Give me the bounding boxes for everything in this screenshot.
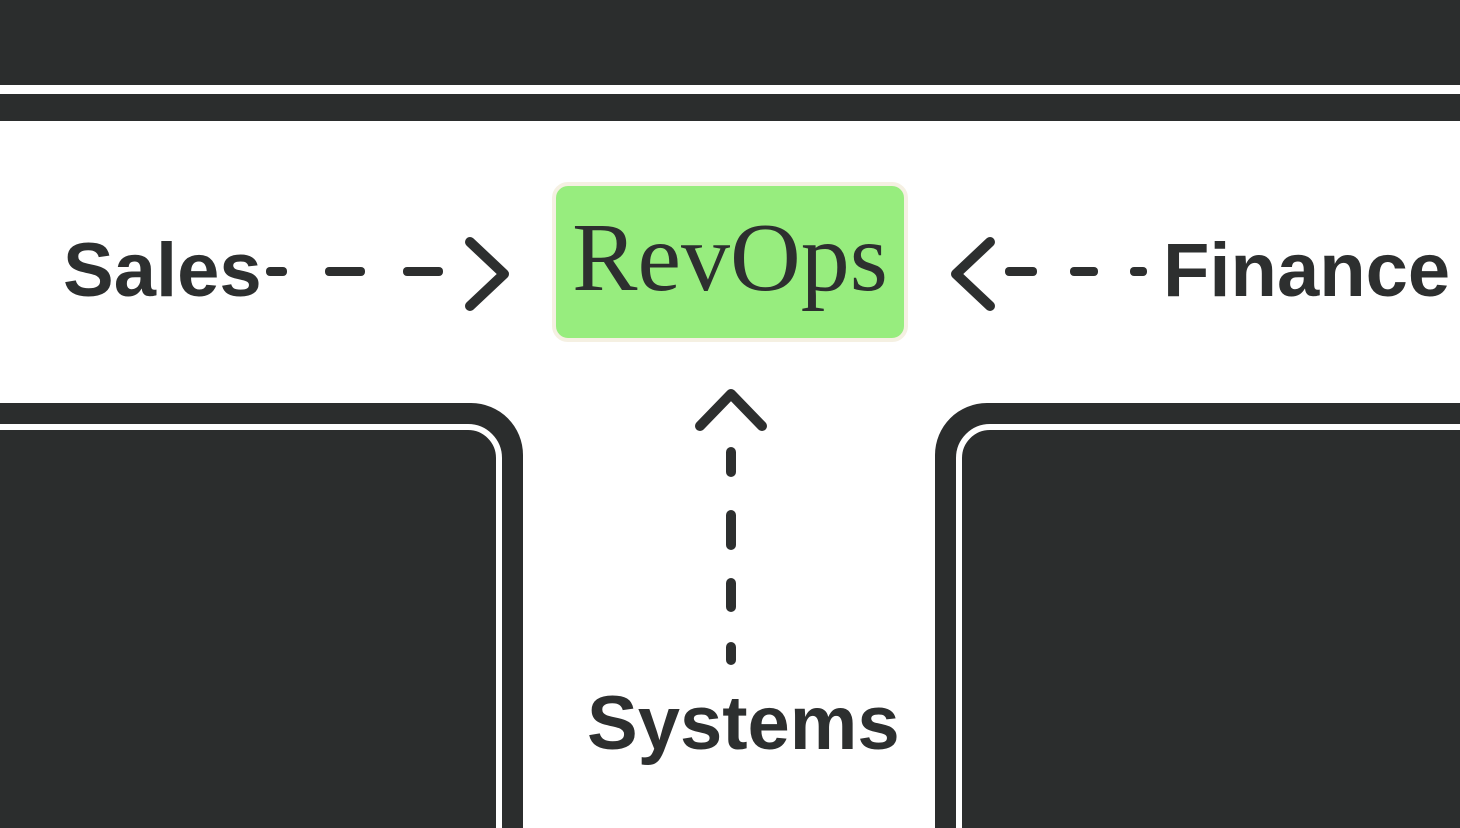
bottom-left-panel-inner-outline (0, 424, 502, 828)
bottom-left-panel (0, 403, 523, 828)
sub-header-bar (0, 94, 1460, 121)
dash-segment (266, 267, 287, 276)
arrowhead-right-icon (462, 236, 512, 312)
finance-node-label: Finance (1163, 228, 1451, 313)
dash-segment (726, 510, 736, 550)
dash-segment (403, 267, 443, 276)
revops-node: RevOps (552, 182, 908, 342)
dash-segment (1070, 267, 1098, 276)
dash-segment (1005, 267, 1037, 276)
bottom-right-panel-inner-outline (956, 424, 1460, 828)
systems-node-label: Systems (587, 681, 900, 766)
bottom-right-panel (935, 403, 1460, 828)
revops-node-label: RevOps (572, 204, 888, 312)
arrowhead-left-icon (948, 236, 998, 312)
dash-segment (726, 642, 736, 665)
dash-segment (726, 578, 736, 612)
arrowhead-up-icon (694, 386, 768, 434)
dash-segment (325, 267, 365, 276)
dash-segment (726, 447, 736, 477)
dash-segment (1130, 267, 1147, 276)
sales-node-label: Sales (63, 228, 262, 313)
top-header-bar (0, 0, 1460, 85)
